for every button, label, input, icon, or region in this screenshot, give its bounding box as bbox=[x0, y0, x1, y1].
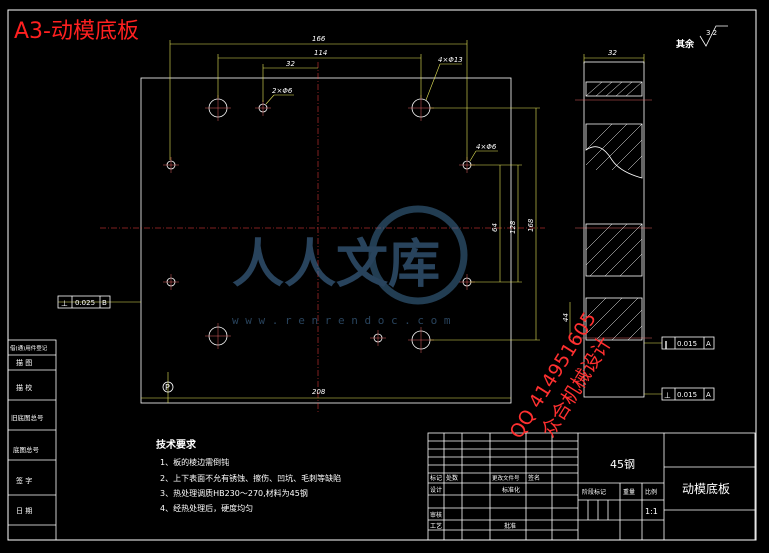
tol-left-datum: B bbox=[102, 299, 107, 307]
tech-req-item-4: 4、经热处理后，硬度均匀 bbox=[160, 503, 253, 513]
strip-label-5: 底图总号 bbox=[13, 445, 40, 454]
dim-64: 64 bbox=[491, 223, 499, 232]
dim-168: 168 bbox=[527, 218, 535, 232]
tb-scale: 1:1 bbox=[645, 507, 658, 516]
tolerance-frame-left: ⊥ 0.025 B bbox=[57, 295, 141, 309]
tech-req-item-2: 2、上下表面不允有锈蚀、擦伤、凹坑、毛刺等缺陷 bbox=[160, 473, 341, 483]
tb-weight: 重量 bbox=[623, 488, 635, 496]
tech-req-item-3: 3、热处理调质HB230～270,材料为45钢 bbox=[160, 488, 308, 498]
hole-6-bottom-pin bbox=[370, 330, 386, 346]
dim-44: 44 bbox=[562, 313, 570, 322]
svg-text:⊥: ⊥ bbox=[664, 391, 671, 400]
tb-stage-mark: 阶段标记 bbox=[582, 488, 606, 496]
sheet-border bbox=[7, 9, 757, 541]
tb-row-label-mark: 标记 bbox=[430, 474, 442, 482]
tol-right2-datum: A bbox=[706, 391, 711, 399]
technical-requirements: 技术要求 1、板的棱边需倒钝 2、上下表面不允有锈蚀、擦伤、凹坑、毛刺等缺陷 3… bbox=[156, 438, 341, 513]
hole-6-left-lower bbox=[163, 274, 179, 290]
sheet-title: A3-动模底板 bbox=[14, 19, 139, 44]
tech-req-item-1: 1、板的棱边需倒钝 bbox=[160, 457, 229, 467]
dim-208: 208 bbox=[312, 388, 326, 396]
tb-review: 审核 bbox=[430, 511, 442, 519]
dim-4x6: 4×Φ6 bbox=[476, 143, 497, 151]
tb-process: 工艺 bbox=[430, 522, 442, 530]
dim-166: 166 bbox=[312, 35, 326, 43]
watermark-ring bbox=[368, 205, 468, 305]
tol-right1-datum: A bbox=[706, 340, 711, 348]
tb-row-label-count: 处数 bbox=[446, 474, 458, 482]
hole-13-bottom-left bbox=[205, 323, 231, 349]
surface-finish-value: 3.2 bbox=[706, 29, 717, 37]
dim-114: 114 bbox=[314, 49, 327, 57]
tolerance-frame-right-1: ∥ 0.015 A bbox=[644, 336, 715, 350]
tol-left-value: 0.025 bbox=[75, 299, 95, 307]
hole-13-top-left bbox=[205, 95, 231, 121]
tech-req-title: 技术要求 bbox=[156, 438, 197, 451]
plate-outline bbox=[140, 77, 512, 404]
strip-label-1: 借(通)用件登记 bbox=[10, 344, 48, 352]
strip-label-3: 描 校 bbox=[16, 383, 32, 392]
watermark-url: w w w . r e n r e n d o c . c o m bbox=[232, 314, 451, 327]
hole-6-left-upper bbox=[163, 157, 179, 173]
dim-4x13: 4×Φ13 bbox=[438, 56, 463, 64]
title-block: 45钢 动模底板 标记 处数 更改文件号 签名 设计 标准化 阶段标记 重量 比… bbox=[427, 432, 756, 541]
strip-label-2: 描 图 bbox=[16, 358, 32, 367]
tb-material: 45钢 bbox=[610, 458, 635, 471]
tb-row-label-sign: 签名 bbox=[528, 474, 540, 482]
tb-row-label-change: 更改文件号 bbox=[492, 474, 520, 482]
surface-finish-symbol: 其余 3.2 bbox=[676, 25, 728, 50]
dim-32: 32 bbox=[286, 60, 295, 68]
tol-right1-value: 0.015 bbox=[677, 340, 697, 348]
svg-text:⊥: ⊥ bbox=[61, 299, 68, 308]
dim-thickness-32: 32 bbox=[608, 49, 617, 57]
section-view: 32 44 bbox=[562, 49, 652, 398]
plan-view: 166 114 32 4×Φ13 2×Φ6 4×Φ6 64 128 168 20… bbox=[100, 35, 545, 414]
tb-design: 设计 bbox=[430, 486, 442, 494]
svg-text:∥: ∥ bbox=[664, 340, 668, 349]
tb-standardize: 标准化 bbox=[502, 486, 520, 494]
tol-right2-value: 0.015 bbox=[677, 391, 697, 399]
dim-128: 128 bbox=[509, 220, 517, 234]
datum-circle-label: P bbox=[165, 383, 170, 392]
tb-scale-label: 比例 bbox=[645, 488, 657, 496]
strip-label-7: 日 期 bbox=[16, 507, 32, 515]
dim-2x6: 2×Φ6 bbox=[272, 87, 293, 95]
watermark-logo-text: 人人文库 bbox=[232, 235, 440, 295]
left-strip-table: 借(通)用件登记 描 图 描 校 旧底图总号 底图总号 签 字 日 期 bbox=[7, 339, 57, 541]
tb-part-name: 动模底板 bbox=[682, 481, 730, 496]
tb-approve: 批准 bbox=[504, 522, 516, 530]
hole-6-top-pin bbox=[255, 100, 271, 116]
renrendoc-watermark: 人人文库 w w w . r e n r e n d o c . c o m bbox=[232, 205, 468, 327]
strip-label-4: 旧底图总号 bbox=[11, 413, 44, 422]
tolerance-frame-right-2: ⊥ 0.015 A bbox=[644, 387, 715, 401]
surface-finish-label: 其余 bbox=[676, 38, 695, 50]
strip-label-6: 签 字 bbox=[16, 476, 32, 485]
section-outline bbox=[583, 61, 645, 398]
